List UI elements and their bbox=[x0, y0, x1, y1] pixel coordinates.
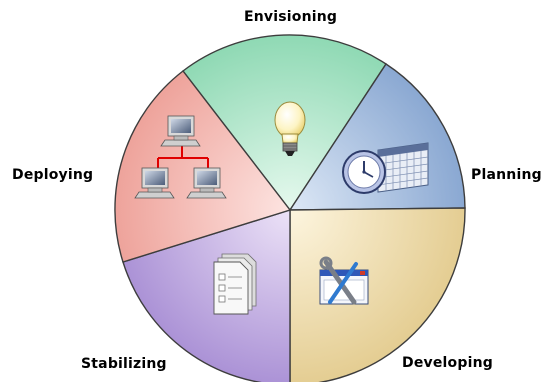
phase-label-planning: Planning bbox=[471, 167, 542, 183]
segment-deploying bbox=[114, 70, 292, 263]
checklist-documents-icon bbox=[213, 253, 257, 315]
phase-label-developing: Developing bbox=[402, 355, 493, 371]
pie-segments bbox=[114, 34, 466, 382]
phase-label-deploying: Deploying bbox=[12, 167, 94, 183]
segment-developing bbox=[289, 207, 466, 382]
computer-top bbox=[160, 115, 201, 147]
computer-right bbox=[186, 167, 227, 199]
segment-stabilizing bbox=[122, 209, 291, 382]
tools-window-icon bbox=[319, 256, 369, 305]
lightbulb-icon bbox=[274, 101, 306, 156]
networked-computers-icon bbox=[134, 115, 227, 199]
computer-left bbox=[134, 167, 175, 199]
clock-calendar-icon bbox=[342, 142, 429, 194]
phase-label-envisioning: Envisioning bbox=[244, 9, 338, 25]
phase-label-stabilizing: Stabilizing bbox=[81, 356, 167, 372]
